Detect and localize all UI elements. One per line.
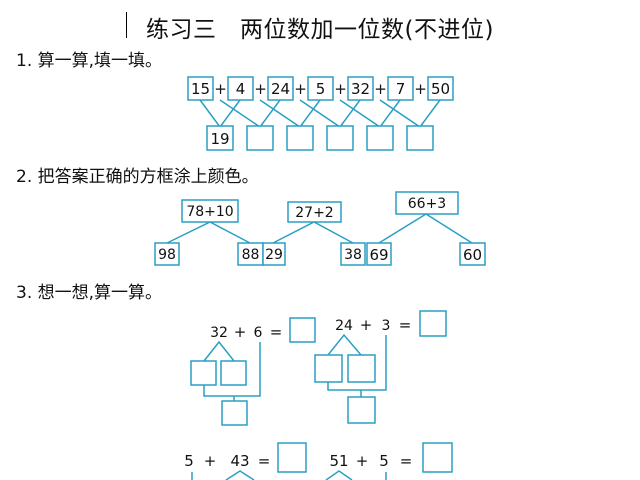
q3-split-box[interactable]	[314, 354, 343, 383]
q3-equals-sign: =	[258, 452, 271, 470]
q1-plus-sign: +	[254, 80, 267, 98]
q3-split-line	[327, 333, 362, 356]
q2-answer-box[interactable]	[262, 242, 286, 266]
q1-plus-sign: +	[414, 80, 427, 98]
q3-answer-box[interactable]	[419, 310, 447, 337]
q1-result-box[interactable]	[286, 125, 314, 151]
q1-result-value: 19	[210, 130, 229, 148]
q2-answer: 88	[242, 247, 260, 263]
q2-expression: 78+10	[186, 204, 233, 220]
q1-number-box	[387, 76, 414, 101]
q3-answer-box[interactable]	[422, 442, 453, 473]
q3-split-line	[225, 470, 255, 480]
q1-chain-number: 32	[351, 80, 370, 98]
q3-result-box[interactable]	[347, 396, 376, 424]
q3-split-box[interactable]	[347, 354, 376, 383]
q1-connector	[379, 99, 441, 129]
q3-split-box[interactable]	[220, 360, 247, 386]
q1-chain-number: 7	[396, 80, 406, 98]
q2-connector	[166, 221, 251, 244]
q3-result-box[interactable]	[221, 400, 248, 426]
q3-equals-sign: =	[399, 316, 412, 334]
question-3-text: 3. 想一想,算一算。	[16, 283, 163, 303]
q3-combine-line	[327, 335, 387, 391]
q2-expression-box	[181, 199, 239, 223]
q3-split-line	[203, 340, 235, 362]
q2-answer: 38	[344, 247, 362, 263]
q3-plus-sign: +	[234, 323, 247, 341]
q2-answer-box[interactable]	[459, 242, 486, 266]
q3-number: 5	[379, 452, 389, 470]
q3-number: 24	[335, 318, 353, 334]
q2-answer-box[interactable]	[340, 242, 366, 266]
q3-problem-1: 32 + 6 =	[190, 317, 316, 426]
q1-chain-number: 15	[191, 80, 210, 98]
q1-chain-number: 24	[271, 80, 290, 98]
q3-number: 6	[254, 325, 263, 341]
page-title: 练习三 两位数加一位数(不进位)	[146, 17, 494, 43]
q3-number: 5	[184, 452, 194, 470]
q3-equals-sign: =	[400, 452, 413, 470]
q1-result-box[interactable]	[326, 125, 354, 151]
q1-plus-sign: +	[334, 80, 347, 98]
q1-number-box	[267, 76, 294, 101]
q1-connector	[199, 99, 241, 129]
q2-answer: 60	[463, 246, 482, 264]
q3-equals-sign: =	[270, 323, 283, 341]
q1-connector	[259, 99, 321, 129]
q1-connector	[339, 99, 401, 129]
q3-problem-4: 51 + 5 =	[325, 442, 453, 480]
q2-expression: 27+2	[295, 205, 333, 221]
question-2-text: 2. 把答案正确的方框涂上颜色。	[16, 167, 259, 187]
q1-number-box	[427, 76, 454, 101]
q3-split-box[interactable]	[190, 360, 217, 386]
q1-plus-sign: +	[374, 80, 387, 98]
q3-number: 51	[329, 452, 348, 470]
q1-number-box	[227, 76, 254, 101]
q2-answer-box[interactable]	[366, 242, 392, 266]
q2-answer-box[interactable]	[154, 242, 180, 266]
q2-connector	[378, 213, 473, 244]
q2-answer: 29	[265, 247, 283, 263]
q2-expression-box	[287, 201, 342, 223]
q3-problem-3: 5 + 43 =	[184, 442, 307, 480]
q2-figure: 78+10 27+2 66+3 98 88 29 38 69 60	[154, 191, 486, 266]
q1-result-box[interactable]	[246, 125, 274, 151]
q1-number-box	[347, 76, 374, 101]
q1-connector	[299, 99, 361, 129]
q3-number: 32	[210, 325, 228, 341]
q2-expression-box	[395, 191, 459, 215]
q3-answer-box[interactable]	[289, 317, 316, 343]
q3-answer-box[interactable]	[277, 442, 307, 473]
q1-plus-sign: +	[214, 80, 227, 98]
q1-result-box[interactable]	[366, 125, 394, 151]
q2-answer: 98	[158, 247, 176, 263]
q3-number: 3	[382, 318, 391, 334]
q1-result-box[interactable]	[406, 125, 434, 151]
q2-expression: 66+3	[408, 196, 446, 212]
q2-answer: 69	[369, 246, 388, 264]
q1-connector	[219, 99, 281, 129]
q1-chain-number: 50	[431, 80, 450, 98]
q3-number: 43	[230, 452, 249, 470]
q1-result-box[interactable]	[206, 125, 234, 151]
q2-connector	[272, 221, 354, 244]
text-cursor	[126, 12, 127, 38]
q1-number-box	[307, 76, 334, 101]
q1-chain-number: 5	[316, 80, 326, 98]
q3-combine-line	[203, 342, 261, 397]
q3-plus-sign: +	[360, 316, 373, 334]
q3-split-line	[325, 470, 353, 480]
q3-problem-2: 24 + 3 =	[314, 310, 447, 424]
q1-number-box	[187, 76, 214, 101]
question-1-text: 1. 算一算,填一填。	[16, 51, 163, 71]
q3-plus-sign: +	[204, 452, 217, 470]
q3-plus-sign: +	[356, 452, 369, 470]
q1-chain-number: 4	[236, 80, 246, 98]
q1-chain: 15 + 4 + 24 + 5 + 32 + 7 + 50 19	[187, 76, 454, 151]
q1-plus-sign: +	[294, 80, 307, 98]
